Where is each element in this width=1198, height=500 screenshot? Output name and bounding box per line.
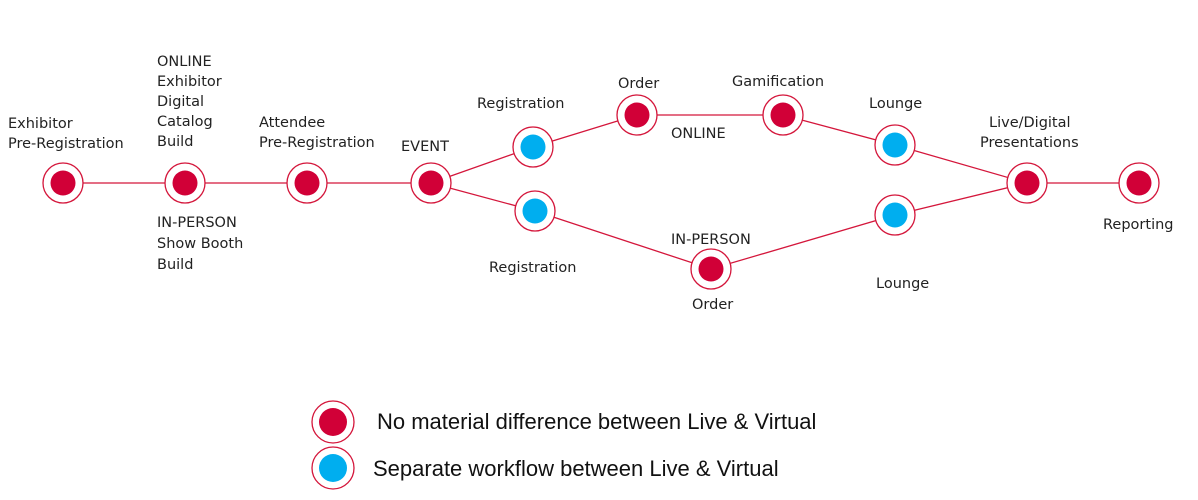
svg-text:Lounge: Lounge	[869, 96, 922, 112]
node-event: EVENT	[401, 139, 452, 204]
svg-text:EVENT: EVENT	[401, 139, 449, 155]
svg-text:Order: Order	[692, 297, 733, 313]
svg-text:Registration: Registration	[489, 260, 576, 276]
node-inperson-order: Order	[690, 248, 733, 313]
node-gamification: Gamification	[732, 74, 824, 136]
node-inperson-registration: Registration	[489, 190, 576, 276]
svg-text:Registration: Registration	[477, 96, 564, 112]
svg-text:Lounge: Lounge	[876, 276, 929, 292]
node-online-registration: Registration	[477, 96, 564, 168]
node-online-lounge: Lounge	[869, 96, 922, 166]
branch-label-inperson: IN-PERSON	[671, 232, 751, 248]
legend-item-no-difference: No material difference between Live & Vi…	[311, 400, 816, 444]
svg-text:Gamification: Gamification	[732, 74, 824, 90]
node-inperson-lounge: Lounge	[874, 194, 929, 292]
legend-item-separate-workflow: Separate workflow between Live & Virtual	[311, 446, 779, 490]
node-reporting: Reporting	[1103, 162, 1174, 233]
edge-inperson-branch	[430, 182, 1028, 270]
svg-text:No material difference between: No material difference between Live & Vi…	[377, 409, 816, 434]
node-online-order: Order	[616, 76, 659, 136]
svg-text:Reporting: Reporting	[1103, 217, 1174, 233]
branch-label-online: ONLINE	[671, 126, 726, 142]
svg-text:Separate workflow between Live: Separate workflow between Live & Virtual	[373, 456, 779, 481]
legend: No material difference between Live & Vi…	[311, 400, 816, 490]
svg-text:Order: Order	[618, 76, 659, 92]
